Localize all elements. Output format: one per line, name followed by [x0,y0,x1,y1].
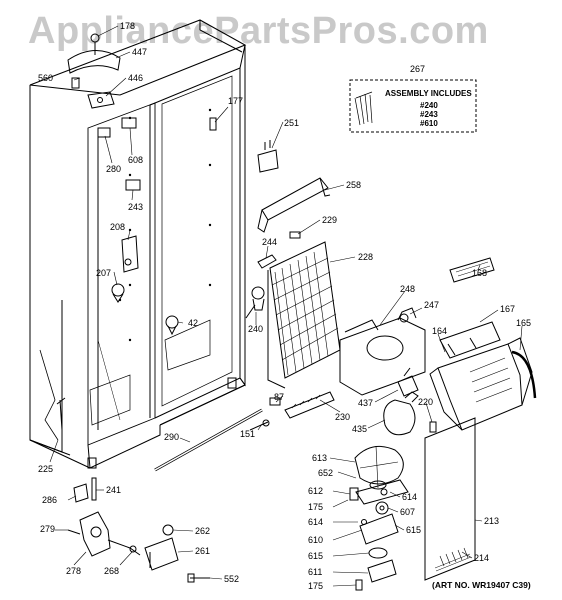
fan-housing-248 [339,307,426,396]
part-label: 610 [308,535,323,545]
part-label: 652 [318,468,333,478]
screw-177 [209,117,217,131]
sensor-240 [245,286,265,319]
lamp-435 [383,391,419,436]
cabinet-outline [29,19,247,469]
part-label: 178 [120,21,135,31]
part-label: 286 [42,495,57,505]
part-label: 225 [38,464,53,474]
part-label: 560 [38,73,53,83]
lower-left-parts [56,397,97,503]
part-label: 607 [400,507,415,517]
part-label: 168 [472,268,487,278]
part-label: 175 [308,502,323,512]
part-label: 87 [274,392,284,402]
part-label: 177 [228,96,243,106]
assembly-title: ASSEMBLY INCLUDES [385,89,472,98]
part-label: 446 [128,73,143,83]
part-label: 42 [188,318,198,328]
top-hinge-parts [67,33,141,191]
assembly-item: #243 [420,110,438,119]
part-label: 261 [195,546,210,556]
part-label: 279 [40,524,55,534]
tab-220 [429,421,437,433]
part-label: 247 [424,300,439,310]
part-label: 243 [128,202,143,212]
part-label: 220 [418,397,433,407]
part-label: 615 [308,551,323,561]
part-label: 165 [516,318,531,328]
part-label: 614 [402,492,417,502]
part-label: 164 [432,326,447,336]
assembly-number: 267 [410,64,425,74]
assembly-item: #610 [420,119,438,128]
part-label: 435 [352,424,367,434]
part-label: 244 [262,237,277,247]
part-label: 251 [284,118,299,128]
fan-motor-assembly [349,445,409,591]
part-label: 614 [308,517,323,527]
drain-tube-290 [154,408,270,472]
part-label: 615 [406,525,421,535]
part-label: 613 [312,453,327,463]
bracket-261 [144,524,179,571]
part-label: 258 [346,180,361,190]
screw-552 [187,573,210,583]
part-label: 214 [474,553,489,563]
part-label: 280 [106,164,121,174]
part-label: 151 [240,429,255,439]
part-251 [257,140,279,173]
part-label: 611 [308,567,322,577]
part-label: 167 [500,304,515,314]
part-label: 437 [358,398,373,408]
damper-278 [67,511,141,557]
part-label: 290 [164,432,179,442]
leader-lines [49,25,523,587]
part-label: 230 [335,412,350,422]
part-label: 268 [104,566,119,576]
part-label: 175 [308,581,323,591]
assembly-box [349,79,477,133]
art-number-note: (ART NO. WR19407 C39) [432,580,531,590]
part-label: 241 [106,485,121,495]
back-cover-164 [429,337,537,431]
part-label: 262 [195,526,210,536]
part-label: 228 [358,252,373,262]
part-labels: 178 447 560 446 177 251 280 608 243 258 … [38,21,531,591]
part-label: 207 [96,268,111,278]
control-167 [439,321,501,359]
control-board-168 [449,257,495,283]
part-label: 208 [110,222,125,232]
lamp-socket-437 [397,367,419,397]
part-label: 240 [248,324,263,334]
clips [257,231,301,269]
part-label: 248 [400,284,415,294]
evaporator-228 [267,241,341,389]
rear-panel-213 [424,417,476,581]
part-label: 612 [308,486,323,496]
inner-components [111,235,179,336]
heater-230 [269,391,335,419]
part-label: 552 [224,574,239,584]
part-label: 608 [128,155,143,165]
part-label: 447 [132,47,147,57]
evaporator-cover-258 [257,177,331,233]
part-label: 229 [322,215,337,225]
part-label: 213 [484,516,499,526]
part-label: 278 [66,566,81,576]
assembly-item: #240 [420,101,438,110]
